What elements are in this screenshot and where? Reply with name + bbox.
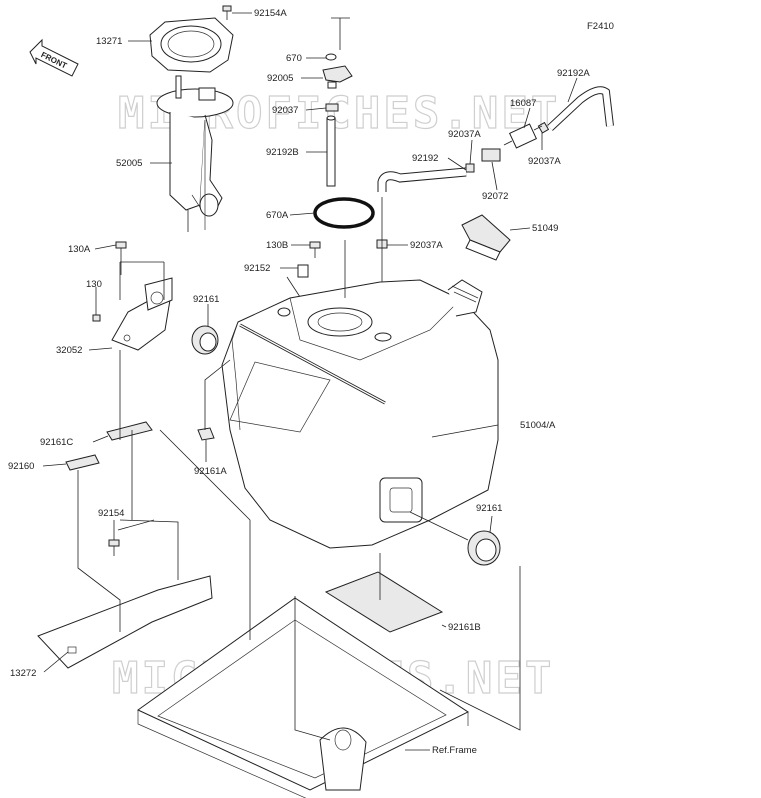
label-13272: 13272: [10, 668, 36, 679]
label-92154A: 92154A: [254, 8, 287, 19]
pad-92161C-part[interactable]: [106, 421, 153, 441]
grommet-92161-right-part[interactable]: [467, 530, 501, 566]
oring-670-part[interactable]: [325, 53, 337, 61]
label-92161-top: 92161: [193, 294, 219, 305]
label-92192A: 92192A: [557, 68, 590, 79]
label-51004A: 51004/A: [520, 420, 556, 431]
plate-13272-part[interactable]: [37, 575, 213, 669]
bracket-32052-part[interactable]: [111, 277, 173, 351]
label-92192B: 92192B: [266, 147, 299, 158]
pad-92161A-part[interactable]: [197, 427, 215, 441]
bolt-130A-part[interactable]: [115, 241, 127, 275]
figure-code: F2410: [587, 21, 614, 32]
bolt-92154-part[interactable]: [108, 539, 120, 556]
label-92161C: 92161C: [40, 437, 73, 448]
damper-92072-part[interactable]: [481, 148, 501, 162]
label-92161-right: 92161: [476, 503, 502, 514]
oring-670A-part[interactable]: [313, 197, 375, 229]
label-92037A-1: 92037A: [448, 129, 481, 140]
fitting-92005-part[interactable]: [322, 65, 353, 89]
label-92192: 92192: [412, 153, 438, 164]
bolt-130-part[interactable]: [92, 314, 101, 322]
frame-ref-part[interactable]: [137, 597, 470, 798]
label-32052: 32052: [56, 345, 82, 356]
label-670A: 670A: [266, 210, 289, 221]
label-92037A-3: 92037A: [410, 240, 443, 251]
clamp-92037A-left-part[interactable]: [465, 163, 475, 173]
label-ref-frame: Ref.Frame: [432, 745, 477, 756]
hose-92192B-part[interactable]: [326, 115, 336, 187]
label-130: 130: [86, 279, 102, 290]
label-16087: 16087: [510, 98, 536, 109]
collar-92152-part[interactable]: [297, 264, 309, 278]
label-92005: 92005: [267, 73, 293, 84]
bolt-130B-part[interactable]: [309, 241, 321, 258]
hose-92192A-part[interactable]: [547, 86, 614, 131]
label-52005: 52005: [116, 158, 142, 169]
label-130A: 130A: [68, 244, 91, 255]
label-92152: 92152: [244, 263, 270, 274]
fuel-tank-part[interactable]: [221, 279, 499, 549]
front-arrow-icon: FRONT: [29, 38, 79, 77]
label-92161B: 92161B: [448, 622, 481, 633]
clamp-92037A-right-part[interactable]: [537, 121, 550, 134]
hose-92192-part[interactable]: [377, 167, 467, 192]
pump-gasket-part[interactable]: [149, 17, 234, 73]
filler-cap-part[interactable]: [461, 214, 511, 261]
bolt-92154A-part[interactable]: [222, 5, 232, 20]
label-51049: 51049: [532, 223, 558, 234]
clamp-92037-part[interactable]: [325, 103, 339, 112]
fuel-pump-part[interactable]: [156, 75, 234, 232]
label-92072: 92072: [482, 191, 508, 202]
grommet-92161-top-part[interactable]: [191, 325, 219, 355]
label-130B: 130B: [266, 240, 288, 251]
label-92161A: 92161A: [194, 466, 227, 477]
label-92154: 92154: [98, 508, 124, 519]
fuel-filter-part[interactable]: [503, 123, 543, 149]
label-92037: 92037: [272, 105, 298, 116]
label-13271: 13271: [96, 36, 122, 47]
label-92160: 92160: [8, 461, 34, 472]
label-670: 670: [286, 53, 302, 64]
pad-92161B-part[interactable]: [324, 571, 444, 633]
pad-92160-part[interactable]: [65, 454, 100, 471]
label-92037A-2: 92037A: [528, 156, 561, 167]
